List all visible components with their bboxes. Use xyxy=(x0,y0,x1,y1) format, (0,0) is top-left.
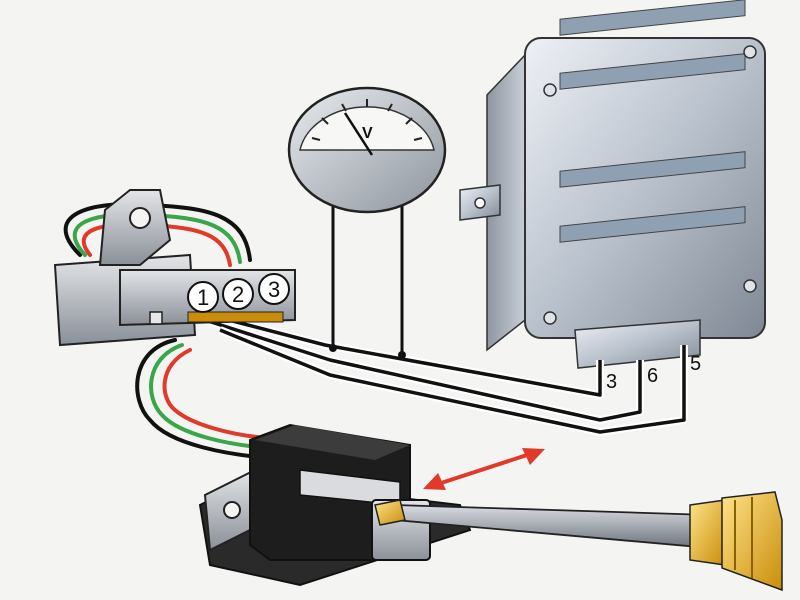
connector-icon: 1 2 3 xyxy=(53,189,296,347)
terminal-label: 5 xyxy=(690,353,701,375)
connector-latch xyxy=(149,311,163,325)
connector-contacts xyxy=(187,311,284,323)
screw-icon xyxy=(543,311,557,325)
screw-icon xyxy=(543,83,557,97)
control-unit xyxy=(459,0,766,369)
connector-bracket-hole xyxy=(129,207,151,229)
control-unit-rib xyxy=(559,0,746,36)
control-unit-rib xyxy=(559,206,746,243)
control-unit-rib xyxy=(559,151,746,188)
control-unit-rib xyxy=(559,53,746,90)
terminal-label: 6 xyxy=(647,365,658,387)
control-unit-terminal-labels: 3 6 5 xyxy=(606,353,701,393)
screwdriver-icon xyxy=(374,491,783,592)
signal-wires xyxy=(188,306,688,436)
connector-pin-label: 3 xyxy=(268,277,280,302)
double-arrow-icon xyxy=(423,448,545,490)
sensor-housing-top xyxy=(255,425,410,460)
terminal-block xyxy=(574,319,701,369)
screwdriver-tip xyxy=(374,499,406,526)
voltmeter-icon: V xyxy=(287,86,447,214)
voltmeter-unit-label: V xyxy=(362,125,373,142)
connector-pin-label: 2 xyxy=(232,282,244,307)
sensor-mount-hole xyxy=(223,501,241,519)
screw-icon xyxy=(743,279,757,293)
screwdriver-ferrule xyxy=(689,499,726,566)
hall-sensor-icon xyxy=(198,423,472,587)
connector-pin-markers: 1 2 3 xyxy=(187,273,290,313)
mounting-hole xyxy=(474,197,486,209)
terminal-label: 3 xyxy=(606,371,617,393)
screw-icon xyxy=(743,45,757,59)
voltmeter-needle xyxy=(343,112,374,156)
connector-pin-label: 1 xyxy=(197,285,209,310)
